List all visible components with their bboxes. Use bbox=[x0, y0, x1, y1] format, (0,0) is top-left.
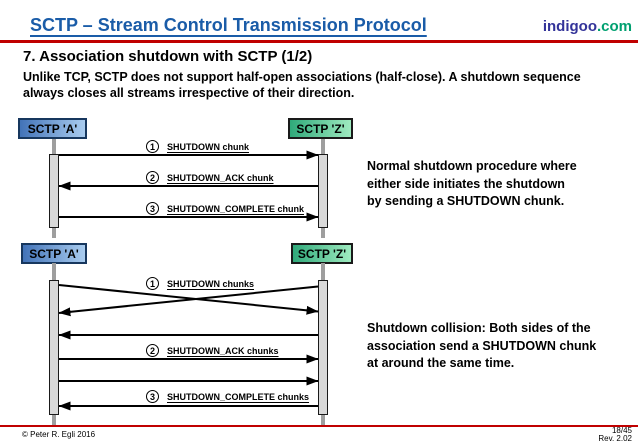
page-info: 18/45 Rev. 2.02 bbox=[598, 427, 632, 442]
note-line: association send a SHUTDOWN chunk bbox=[367, 338, 597, 353]
message-label: 3 SHUTDOWN_COMPLETE chunk bbox=[146, 202, 304, 215]
activation-bar-a-1 bbox=[49, 154, 59, 228]
lifeline-stub bbox=[52, 228, 56, 238]
header-divider bbox=[0, 40, 638, 43]
revision-number: Rev. 2.02 bbox=[598, 433, 632, 442]
note-line: at around the same time. bbox=[367, 356, 515, 370]
step-number-badge: 1 bbox=[146, 140, 159, 153]
message-text: SHUTDOWN_COMPLETE chunks bbox=[167, 391, 310, 402]
lifeline-stub bbox=[321, 415, 325, 425]
step-number-badge: 2 bbox=[146, 171, 159, 184]
message-label: 2 SHUTDOWN_ACK chunk bbox=[146, 171, 274, 184]
activation-bar-a-2 bbox=[49, 280, 59, 415]
footer-divider bbox=[0, 425, 638, 427]
diagram2-arrows bbox=[58, 284, 319, 411]
message-label: 3 SHUTDOWN_COMPLETE chunks bbox=[146, 390, 309, 403]
message-text: SHUTDOWN_ACK chunks bbox=[167, 345, 279, 356]
arrow-shutdown-z-to-a-crossing bbox=[58, 285, 319, 317]
note-line: either side initiates the shutdown bbox=[367, 176, 565, 191]
message-label: 2 SHUTDOWN_ACK chunks bbox=[146, 344, 279, 357]
lifeline-stub bbox=[52, 139, 56, 154]
step-number-badge: 3 bbox=[146, 390, 159, 403]
endpoint-box-a-1: SCTP 'A' bbox=[18, 118, 87, 139]
step-number-badge: 2 bbox=[146, 344, 159, 357]
lifeline-stub bbox=[52, 263, 56, 280]
step-number-badge: 1 bbox=[146, 277, 159, 290]
endpoint-box-z-1: SCTP 'Z' bbox=[288, 118, 353, 139]
lifeline-stub bbox=[52, 415, 56, 425]
lifeline-stub bbox=[321, 263, 325, 280]
brand-name: indigoo bbox=[542, 18, 597, 35]
brand-tld: .com bbox=[596, 18, 632, 35]
intro-text: Unlike TCP, SCTP does not support half-o… bbox=[23, 70, 581, 101]
message-text: SHUTDOWN chunk bbox=[167, 141, 249, 152]
arrow-shutdown-a-to-z-crossing bbox=[58, 284, 319, 315]
brand-logo: indigoo.com bbox=[543, 18, 632, 35]
intro-line-2: always closes all streams irrespective o… bbox=[23, 85, 355, 100]
message-label: 1 SHUTDOWN chunks bbox=[146, 277, 254, 290]
message-text: SHUTDOWN_ACK chunk bbox=[167, 172, 274, 183]
copyright-text: © Peter R. Egli 2016 bbox=[22, 430, 96, 439]
note-line: Normal shutdown procedure where bbox=[367, 159, 577, 173]
note-shutdown-collision: Shutdown collision: Both sides of the as… bbox=[367, 320, 596, 373]
activation-bar-z-2 bbox=[318, 280, 328, 415]
intro-line-1: Unlike TCP, SCTP does not support half-o… bbox=[23, 70, 581, 84]
note-line: by sending a SHUTDOWN chunk. bbox=[367, 194, 565, 208]
lifeline-stub bbox=[321, 139, 325, 154]
message-label: 1 SHUTDOWN chunk bbox=[146, 140, 249, 153]
lifeline-stub bbox=[321, 228, 325, 238]
message-text: SHUTDOWN chunks bbox=[167, 278, 255, 289]
message-text: SHUTDOWN_COMPLETE chunk bbox=[167, 203, 305, 214]
page-title: SCTP – Stream Control Transmission Proto… bbox=[30, 15, 427, 35]
note-normal-shutdown: Normal shutdown procedure where either s… bbox=[367, 158, 577, 211]
slide-heading: 7. Association shutdown with SCTP (1/2) bbox=[23, 48, 313, 65]
diagram1-arrows bbox=[58, 150, 319, 222]
activation-bar-z-1 bbox=[318, 154, 328, 228]
step-number-badge: 3 bbox=[146, 202, 159, 215]
note-line: Shutdown collision: Both sides of the bbox=[367, 321, 591, 335]
page-number: 18/45 bbox=[611, 426, 632, 435]
